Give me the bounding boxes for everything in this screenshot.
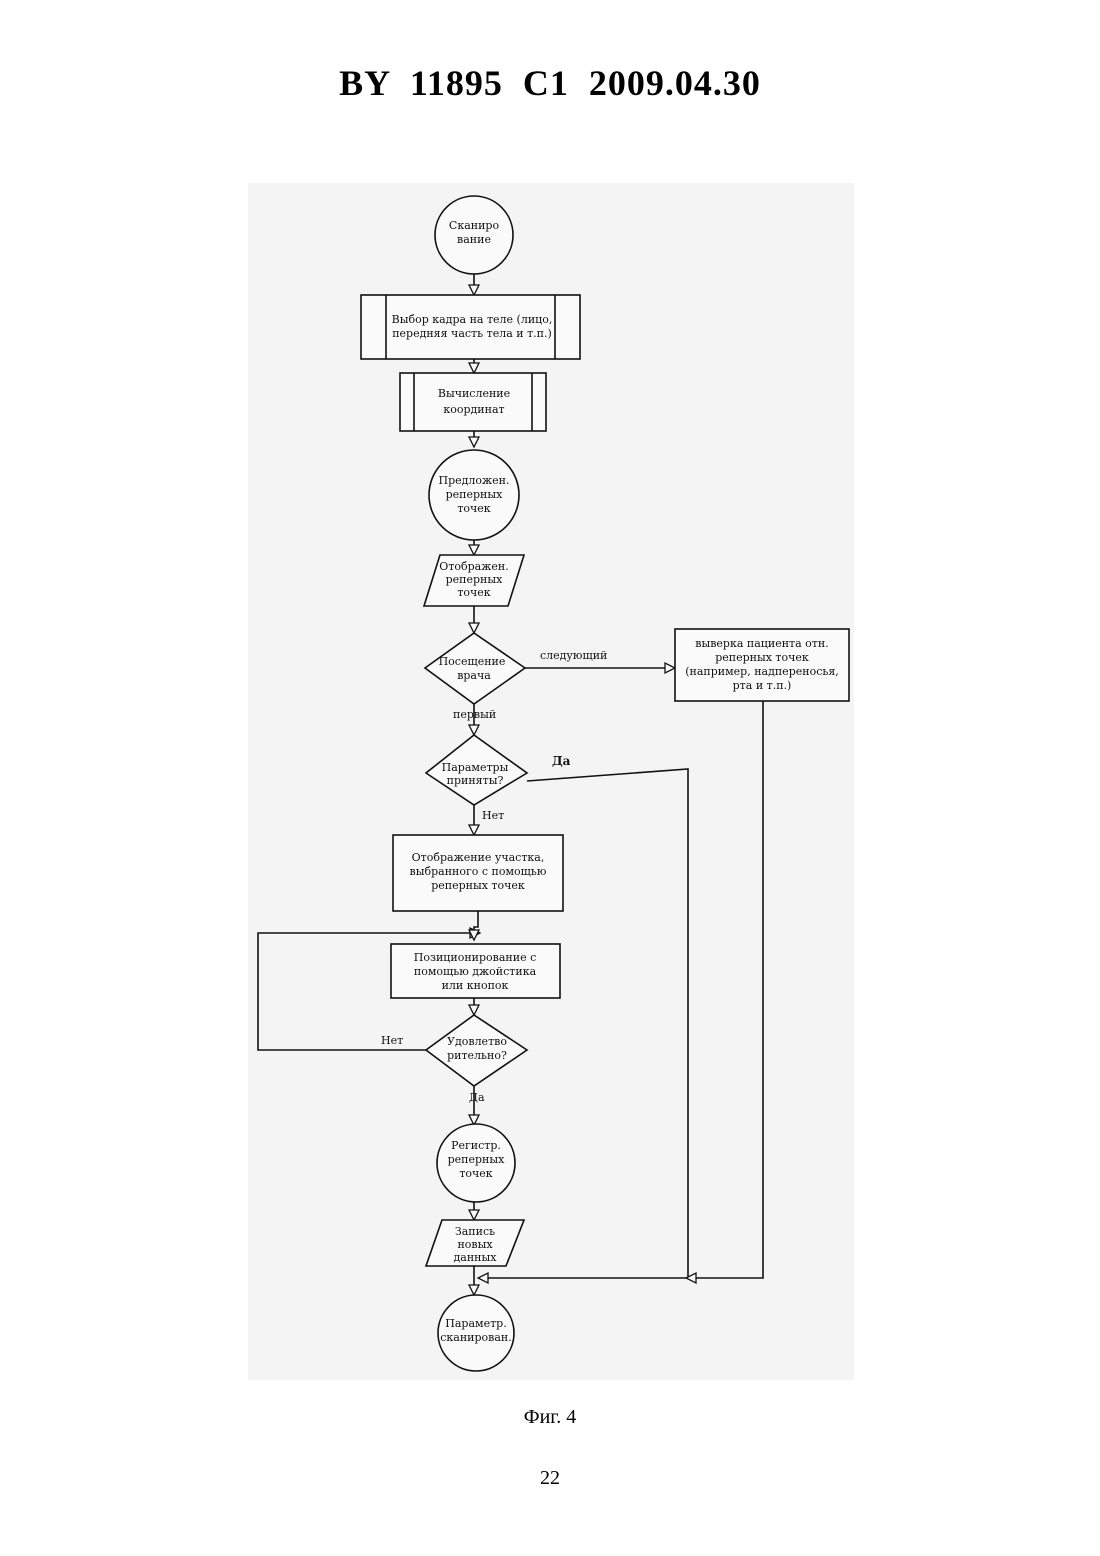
node-text: точек — [457, 586, 490, 599]
node-coords: Вычисление координат — [400, 373, 546, 431]
node-text: Сканиро — [449, 219, 500, 232]
arrowhead — [469, 437, 479, 447]
node-text: или кнопок — [442, 979, 509, 992]
arrowhead — [469, 1285, 479, 1295]
node-text: координат — [443, 403, 504, 416]
arrowhead — [469, 825, 479, 835]
node-text: Посещение — [439, 655, 506, 668]
edge-label-no: Нет — [381, 1034, 403, 1047]
node-text: реперных точек — [715, 651, 809, 664]
node-text: Позиционирование с — [414, 951, 536, 964]
node-text: данных — [454, 1251, 498, 1264]
arrowhead — [469, 725, 479, 735]
arrowhead — [469, 545, 479, 555]
node-text: Отображен. — [439, 560, 508, 573]
node-register: Регистр. реперных точек — [437, 1124, 515, 1202]
arrowhead — [469, 363, 479, 373]
node-text: Регистр. — [451, 1139, 501, 1152]
edge-patient-check-return — [696, 701, 763, 1278]
node-save: Запись новых данных — [426, 1220, 524, 1266]
arrowhead — [478, 1273, 488, 1283]
node-show-area: Отображение участка, выбранного с помощь… — [393, 835, 563, 911]
node-text: приняты? — [447, 774, 504, 787]
document-header: BY 11895 C1 2009.04.30 — [0, 62, 1100, 104]
page-number: 22 — [0, 1467, 1100, 1490]
node-satisfied: Удовлетво рительно? — [426, 1015, 527, 1086]
edge-label-next: следующий — [540, 649, 607, 662]
node-text: Параметр. — [445, 1317, 506, 1330]
node-propose: Предложен. реперных точек — [429, 450, 519, 540]
figure-panel: Сканиро вание Выбор кадра на теле (лицо,… — [248, 183, 854, 1380]
node-patient-check: выверка пациента отн. реперных точек (на… — [675, 629, 849, 701]
node-params: Параметры приняты? — [426, 735, 527, 805]
node-display: Отображен. реперных точек — [424, 555, 524, 606]
node-text: реперных — [446, 488, 504, 501]
predefined-process-box — [400, 373, 546, 431]
node-text: Параметры — [442, 761, 509, 774]
node-text: реперных точек — [431, 879, 525, 892]
node-text: точек — [459, 1167, 492, 1180]
node-text: рта и т.п.) — [733, 679, 792, 692]
edge-label-no: Нет — [482, 809, 504, 822]
edge-label-yes: Да — [469, 1091, 485, 1104]
node-text: реперных — [446, 573, 504, 586]
node-text: (например, надпереносья, — [685, 665, 839, 678]
node-text: сканирован. — [440, 1331, 512, 1344]
node-text: Предложен. — [439, 474, 510, 487]
node-text: Удовлетво — [447, 1035, 507, 1048]
node-visit: Посещение врача — [425, 633, 525, 704]
arrowhead — [665, 663, 675, 673]
node-text: помощью джойстика — [414, 965, 537, 978]
edge-label-first: первый — [453, 708, 496, 721]
arrowhead — [469, 285, 479, 295]
node-position: Позиционирование с помощью джойстика или… — [391, 944, 560, 998]
node-text: Выбор кадра на теле (лицо, — [392, 313, 553, 326]
node-text: новых — [457, 1238, 493, 1251]
arrowhead — [469, 1005, 479, 1015]
node-text: врача — [457, 669, 491, 682]
node-text: передняя часть тела и т.п.) — [392, 327, 552, 340]
node-text: Запись — [455, 1225, 495, 1238]
node-text: реперных — [448, 1153, 506, 1166]
node-text: вание — [457, 233, 491, 246]
node-text: Вычисление — [438, 387, 510, 400]
arrowhead — [469, 623, 479, 633]
figure-caption: Фиг. 4 — [0, 1406, 1100, 1429]
node-text: Отображение участка, — [412, 851, 545, 864]
node-text: точек — [457, 502, 490, 515]
node-text: рительно? — [447, 1049, 507, 1062]
node-text: выверка пациента отн. — [695, 637, 828, 650]
node-text: выбранного с помощью — [410, 865, 547, 878]
edge-label-yes: Да — [552, 754, 571, 768]
arrowhead — [469, 1210, 479, 1220]
node-scan: Сканиро вание — [435, 196, 513, 274]
flowchart: Сканиро вание Выбор кадра на теле (лицо,… — [248, 183, 854, 1380]
node-frame-select: Выбор кадра на теле (лицо, передняя част… — [361, 295, 580, 359]
node-end: Параметр. сканирован. — [438, 1295, 514, 1371]
